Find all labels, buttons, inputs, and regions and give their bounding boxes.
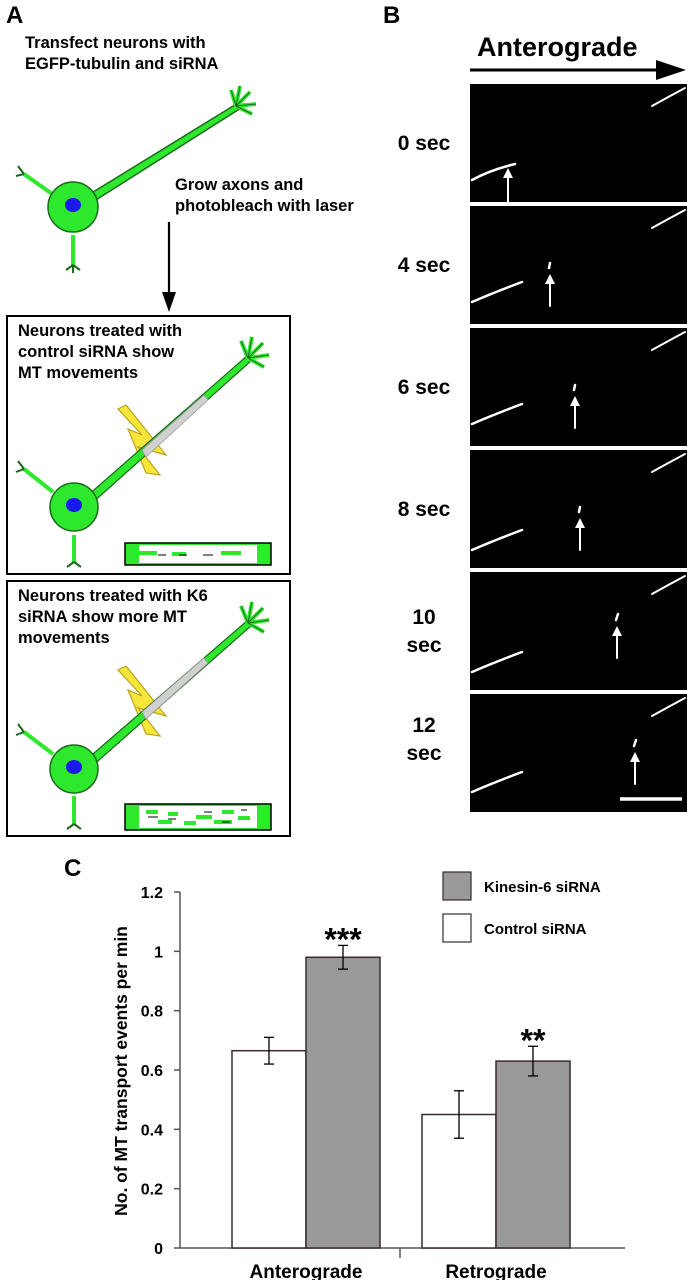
y-tick-label: 0.6: [141, 1063, 163, 1080]
timepoint-10-line2: sec: [406, 634, 442, 657]
timepoint-4-line1: 4 sec: [397, 254, 451, 277]
significance-marker: ***: [324, 921, 362, 957]
frame-0s: [470, 84, 687, 202]
frame-10s: [470, 572, 687, 690]
anterograde-arrow: [470, 60, 686, 80]
step2-line2: photobleach with laser: [175, 197, 354, 215]
x-category-label: Retrograde: [445, 1262, 546, 1280]
legend-label: Control siRNA: [484, 921, 587, 938]
timepoint-12-line1: 12: [412, 714, 436, 737]
panel-a-label: A: [6, 2, 24, 29]
significance-marker: **: [521, 1022, 546, 1058]
y-tick-label: 0.4: [141, 1122, 163, 1139]
frame-4s: [470, 206, 687, 324]
anterograde-direction-label: Anterograde: [477, 32, 638, 62]
y-tick-label: 1: [154, 944, 163, 961]
panel-c-label: C: [64, 855, 82, 882]
neuron-diagram-transfected: [15, 85, 257, 273]
box1-line2: control siRNA show: [18, 343, 175, 361]
step1-text: Transfect neurons with EGFP-tubulin and …: [25, 33, 218, 75]
frame-overlays: [470, 87, 686, 801]
frame-12s: [470, 694, 687, 812]
timepoint-label-4: 4 sec: [385, 252, 463, 280]
timepoint-label-12: 12 sec: [385, 712, 463, 768]
timepoint-12-line2: sec: [406, 742, 442, 765]
frame-6s: [470, 328, 687, 446]
y-tick-label: 0.2: [141, 1182, 163, 1199]
timepoint-label-8: 8 sec: [385, 496, 463, 524]
box2-line3: movements: [18, 629, 110, 647]
step2-text: Grow axons and photobleach with laser: [175, 175, 354, 217]
bar-kinesin6-anterograde: [305, 956, 381, 1249]
timepoint-6-line1: 6 sec: [397, 376, 451, 399]
step1-line2: EGFP-tubulin and siRNA: [25, 55, 219, 73]
box2-text: Neurons treated with K6 siRNA show more …: [18, 586, 208, 649]
axon-segment-control: [124, 542, 272, 566]
y-tick-label: 0.8: [141, 1004, 163, 1021]
x-category-label: Anterograde: [250, 1262, 363, 1280]
neuron-diagram-k6: [15, 601, 272, 831]
box1-line1: Neurons treated with: [18, 322, 183, 340]
neuron-diagram-control: [15, 336, 272, 568]
panel-b-label: B: [383, 2, 401, 29]
bar-chart: 0 0.2 0.4 0.6 0.8 1 1.2No. of MT transport eve…: [111, 871, 625, 1280]
down-arrow: [162, 222, 176, 312]
bar-kinesin6-retrograde: [495, 1060, 571, 1249]
k6-sirna-box: Neurons treated with K6 siRNA show more …: [6, 580, 291, 837]
timepoint-label-6: 6 sec: [385, 374, 463, 402]
bar-control-anterograde: [231, 1049, 307, 1249]
y-tick-label: 0: [154, 1241, 163, 1258]
timepoint-label-10: 10 sec: [385, 604, 463, 660]
legend-swatch: [442, 871, 472, 901]
box2-line1: Neurons treated with K6: [18, 587, 208, 605]
y-tick-label: 1.2: [141, 885, 163, 902]
control-sirna-box: Neurons treated with control siRNA show …: [6, 315, 291, 575]
y-axis-label: No. of MT transport events per min: [111, 926, 131, 1216]
step1-line1: Transfect neurons with: [25, 34, 206, 52]
step2-line1: Grow axons and: [175, 176, 304, 194]
timepoint-0-line1: 0 sec: [397, 132, 451, 155]
timepoint-10-line1: 10: [412, 606, 436, 629]
box1-line3: MT movements: [18, 364, 139, 382]
legend-swatch: [442, 913, 472, 943]
box1-text: Neurons treated with control siRNA show …: [18, 321, 182, 384]
axon-segment-k6: [124, 803, 272, 831]
legend-label: Kinesin-6 siRNA: [484, 879, 601, 896]
box2-line2: siRNA show more MT: [18, 608, 187, 626]
timepoint-label-0: 0 sec: [385, 130, 463, 158]
timepoint-8-line1: 8 sec: [397, 498, 451, 521]
